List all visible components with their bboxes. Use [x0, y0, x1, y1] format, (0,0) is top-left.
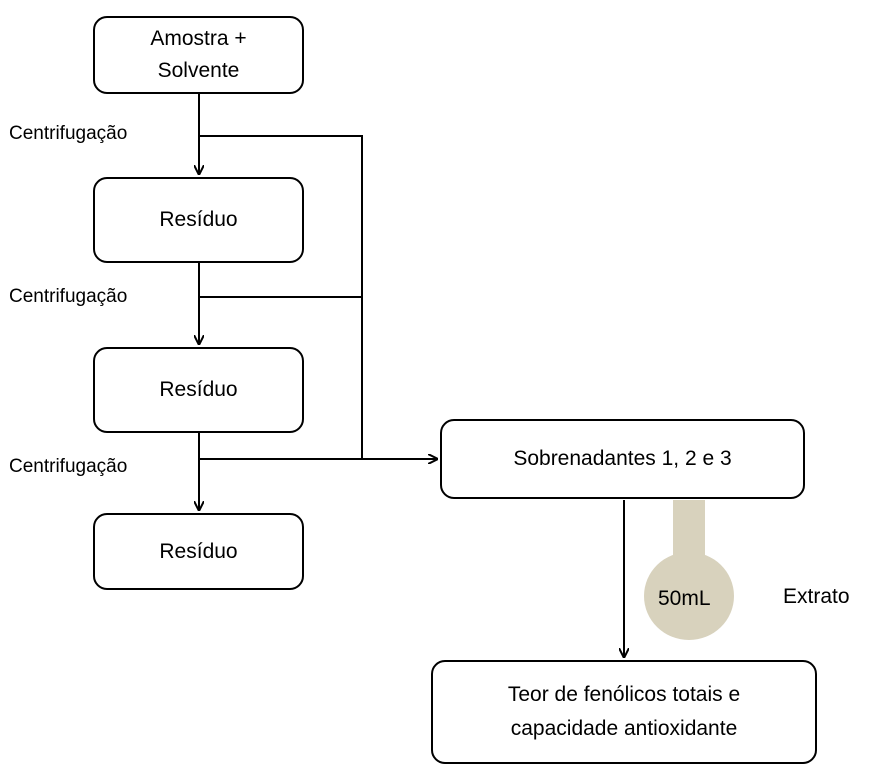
result-line2: capacidade antioxidante — [510, 717, 738, 740]
sample-line1: Amostra + — [150, 27, 247, 50]
sample-solvent-box: Amostra + Solvente — [93, 16, 304, 94]
centrifugation-label-2: Centrifugação — [9, 286, 128, 307]
result-box: Teor de fenólicos totais e capacidade an… — [431, 660, 817, 764]
residue-label-1: Resíduo — [159, 208, 238, 231]
centrifugation-label-1: Centrifugação — [9, 123, 128, 144]
volumetric-flask-icon — [644, 500, 734, 640]
residue-label-2: Resíduo — [159, 378, 238, 401]
extract-label: Extrato — [783, 585, 850, 608]
supernatants-box: Sobrenadantes 1, 2 e 3 — [440, 419, 805, 499]
residue-box-1: Resíduo — [93, 177, 304, 263]
residue-box-3: Resíduo — [93, 513, 304, 590]
flask-volume-label: 50mL — [658, 587, 711, 610]
sample-line2: Solvente — [157, 59, 240, 82]
centrifugation-label-3: Centrifugação — [9, 456, 128, 477]
result-line1: Teor de fenólicos totais e — [507, 683, 741, 706]
supernatants-label: Sobrenadantes 1, 2 e 3 — [513, 447, 732, 470]
residue-box-2: Resíduo — [93, 347, 304, 433]
residue-label-3: Resíduo — [159, 539, 238, 563]
